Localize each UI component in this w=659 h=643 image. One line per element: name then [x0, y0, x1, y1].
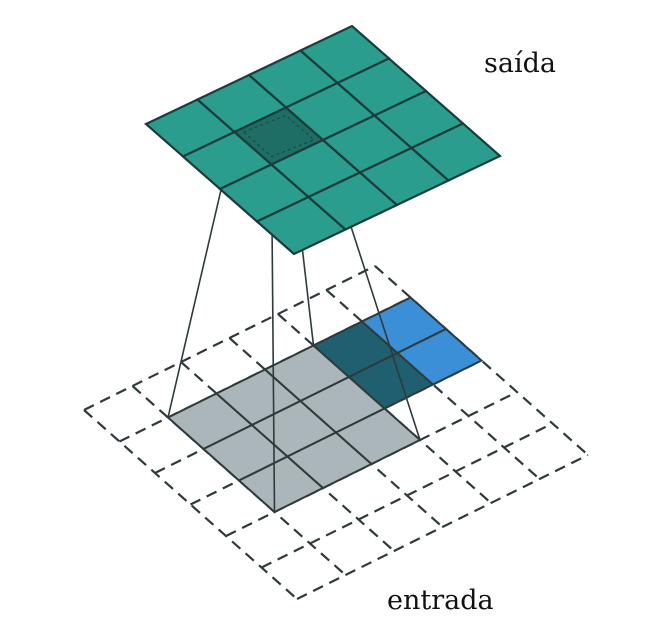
- output-active-inner-dashes: [242, 114, 316, 158]
- output-cell: [409, 122, 502, 182]
- output-label: saída: [484, 48, 556, 79]
- input-dashed-line: [296, 454, 589, 600]
- input-dashed-line: [261, 422, 553, 569]
- input-label: entrada: [387, 585, 494, 616]
- input-cell: [395, 327, 484, 386]
- output-grid: [144, 24, 502, 256]
- input-dashed-line: [374, 265, 589, 456]
- input-receptive-field: [166, 296, 484, 514]
